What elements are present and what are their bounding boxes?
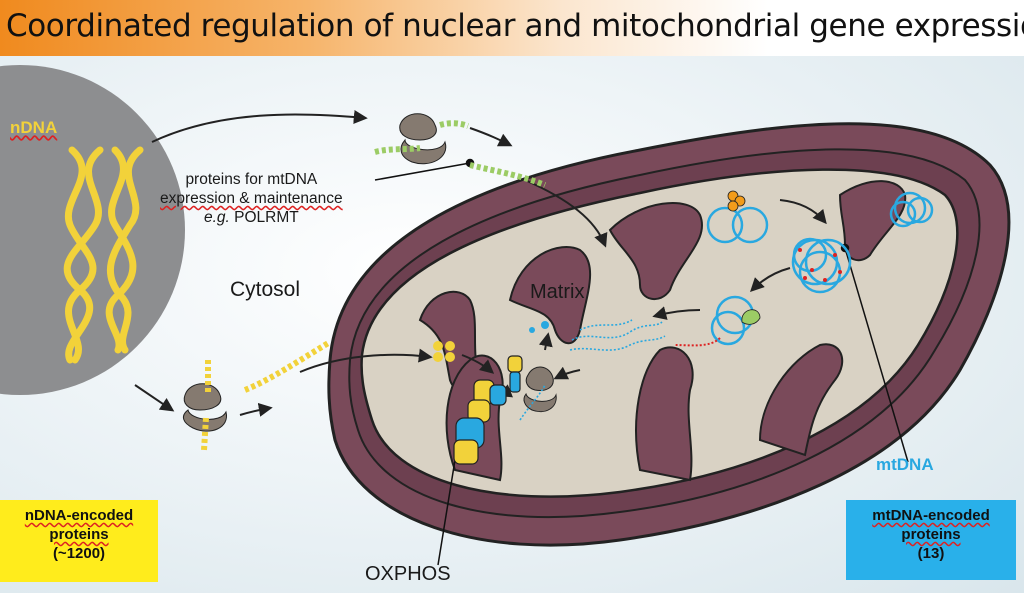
- mtdna-maintenance-proteins-label: proteins for mtDNA expression & maintena…: [160, 170, 343, 227]
- oxphos-label: OXPHOS: [365, 563, 451, 585]
- ndna-label: nDNA: [10, 118, 58, 137]
- ndna-box-line-1: nDNA-encoded: [24, 507, 134, 524]
- ndna-box-line-2: proteins: [49, 526, 109, 543]
- mtdna-box-line-3: (13): [917, 545, 945, 562]
- diagram-canvas: [0, 65, 1011, 566]
- mtdna-label: mtDNA: [876, 455, 934, 474]
- ndna-helix-icon: [63, 146, 144, 364]
- mitochondrion: [327, 122, 1011, 547]
- pointer-lines: [374, 158, 909, 566]
- mtdna-box-line-1: mtDNA-encoded: [872, 507, 990, 524]
- proteins-line-1: proteins for mtDNA: [185, 171, 318, 188]
- nascent-peptide-yellow: [201, 339, 332, 451]
- diagram-title: Coordinated regulation of nuclear and mi…: [6, 8, 1024, 44]
- transcription-factor-icon: [727, 190, 761, 325]
- mtdna-encoded-proteins-box: mtDNA-encoded proteins (13): [846, 500, 1016, 580]
- ndna-encoded-proteins-box: nDNA-encoded proteins (~1200): [0, 500, 158, 582]
- title-bar: Coordinated regulation of nuclear and mi…: [0, 0, 1024, 56]
- mt-mrna: [519, 319, 666, 421]
- nascent-peptide-green: [374, 120, 547, 188]
- proteins-line-2: expression & maintenance: [160, 190, 343, 207]
- cytosol-label: Cytosol: [230, 278, 301, 301]
- polrmt-text: POLRMT: [234, 209, 299, 226]
- mtdna-box-line-2: proteins: [901, 526, 961, 543]
- replication-dots: [798, 248, 842, 282]
- ndna-box-line-3: (~1200): [52, 545, 106, 562]
- eg-text: e.g.: [203, 209, 230, 226]
- matrix-label: Matrix: [530, 281, 585, 303]
- diagram-area: [0, 56, 1024, 593]
- proteins-line-3: e.g. POLRMT: [160, 208, 343, 227]
- flow-arrows: [134, 110, 827, 417]
- protein-dots-yellow: [433, 341, 455, 362]
- protein-dots-blue: [529, 321, 549, 333]
- oxphos-complex: [453, 355, 523, 465]
- ribosome-icon: [182, 113, 557, 432]
